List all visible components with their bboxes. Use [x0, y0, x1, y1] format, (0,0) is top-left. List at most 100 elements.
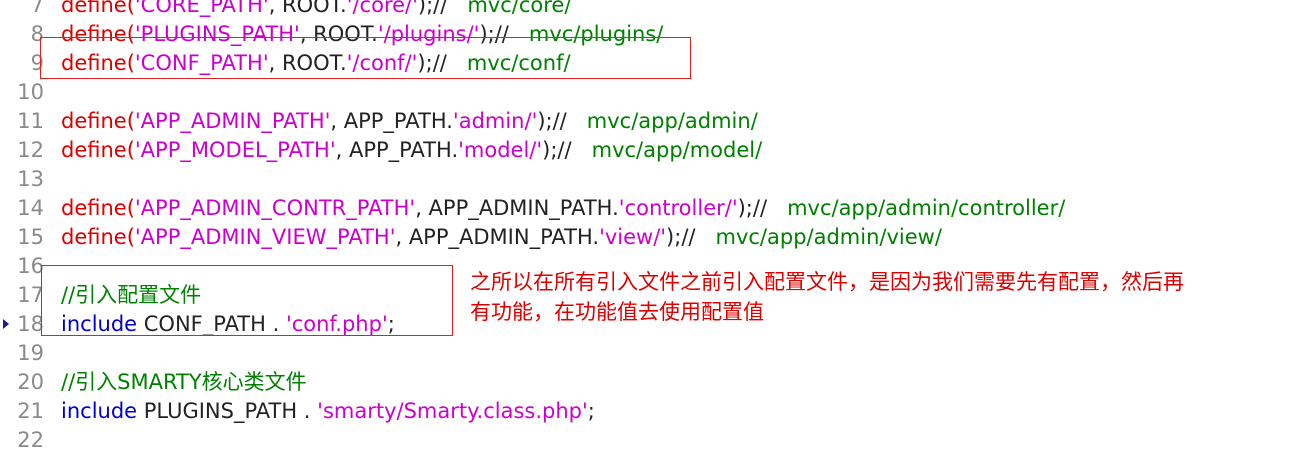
code-token: );// — [417, 0, 468, 17]
code-token: mvc/app/admin/view/ — [715, 225, 942, 249]
code-line[interactable]: 14 define('APP_ADMIN_CONTR_PATH', APP_ADM… — [0, 194, 1291, 223]
code-token: '/plugins/' — [377, 22, 480, 46]
code-line[interactable]: 12 define('APP_MODEL_PATH', APP_PATH.'mod… — [0, 136, 1291, 165]
code-token: define( — [61, 51, 135, 75]
code-token: 'model/' — [458, 138, 543, 162]
code-token: CONF_PATH . — [137, 312, 286, 336]
line-number: 17 — [17, 283, 44, 307]
code-token: mvc/core/ — [467, 0, 572, 17]
code-token: );// — [479, 22, 529, 46]
line-number: 12 — [17, 138, 44, 162]
code-token: , APP_ADMIN_PATH. — [415, 196, 619, 220]
code-line[interactable]: 19 — [0, 339, 1291, 368]
code-token: , APP_PATH. — [335, 138, 459, 162]
code-token: ; — [387, 312, 395, 336]
line-number: 9 — [30, 51, 44, 75]
code-line[interactable]: 18 include CONF_PATH . 'conf.php'; — [0, 310, 1291, 339]
line-number: 18 — [17, 312, 44, 336]
code-token: //引入SMARTY核心类文件 — [61, 370, 307, 394]
code-token: define( — [61, 196, 135, 220]
code-text: define('CORE_PATH', ROOT.'/core/');// mv… — [61, 0, 571, 20]
code-token: , APP_ADMIN_PATH. — [395, 225, 600, 249]
code-token: 'smarty/Smarty.class.php' — [317, 399, 588, 423]
code-token: define( — [61, 138, 135, 162]
code-token: mvc/plugins/ — [528, 22, 664, 46]
code-token: 'controller/' — [618, 196, 738, 220]
code-token: mvc/app/admin/ — [586, 109, 758, 133]
code-line[interactable]: 8 define('PLUGINS_PATH', ROOT.'/plugins/'… — [0, 20, 1291, 49]
code-token: );// — [666, 225, 716, 249]
code-line[interactable]: 20 //引入SMARTY核心类文件 — [0, 368, 1291, 397]
code-token: );// — [537, 109, 587, 133]
line-number: 7 — [30, 0, 44, 17]
code-token: 'CORE_PATH' — [134, 0, 269, 17]
code-token: PLUGINS_PATH . — [137, 399, 318, 423]
line-number: 15 — [17, 225, 44, 249]
code-token: 'APP_MODEL_PATH' — [134, 138, 336, 162]
code-token: );// — [737, 196, 788, 220]
code-token: mvc/app/admin/controller/ — [787, 196, 1066, 220]
annotation-text: 之所以在所有引入文件之前引入配置文件，是因为我们需要先有配置，然后再 有功能，在… — [470, 267, 1290, 327]
code-token: 'APP_ADMIN_CONTR_PATH' — [134, 196, 416, 220]
code-line[interactable]: 22 — [0, 426, 1291, 455]
code-token: );// — [417, 51, 467, 75]
code-token: include — [61, 399, 138, 423]
code-token: , ROOT. — [268, 0, 347, 17]
code-token: 'conf.php' — [285, 312, 388, 336]
code-line[interactable]: 9 define('CONF_PATH', ROOT.'/conf/');// m… — [0, 49, 1291, 78]
annotation-line-1: 之所以在所有引入文件之前引入配置文件，是因为我们需要先有配置，然后再 — [470, 270, 1184, 294]
code-token: 'PLUGINS_PATH' — [134, 22, 300, 46]
code-text: //引入SMARTY核心类文件 — [61, 368, 307, 397]
code-text: define('APP_ADMIN_CONTR_PATH', APP_ADMIN… — [61, 194, 1065, 223]
code-line[interactable]: 17 //引入配置文件 — [0, 281, 1291, 310]
line-number: 14 — [17, 196, 44, 220]
code-token: include — [61, 312, 138, 336]
code-token: 'CONF_PATH' — [134, 51, 269, 75]
code-line[interactable]: 21 include PLUGINS_PATH . 'smarty/Smarty.… — [0, 397, 1291, 426]
code-line[interactable]: 7 define('CORE_PATH', ROOT.'/core/');// m… — [0, 0, 1291, 20]
line-number: 21 — [17, 399, 44, 423]
line-number: 8 — [30, 22, 44, 46]
code-token: 'view/' — [599, 225, 667, 249]
code-token: ; — [587, 399, 595, 423]
code-token: );// — [542, 138, 592, 162]
code-token: mvc/app/model/ — [591, 138, 763, 162]
code-line[interactable]: 16 — [0, 252, 1291, 281]
highlight-box-conf-define — [40, 37, 691, 79]
code-text: define('PLUGINS_PATH', ROOT.'/plugins/')… — [61, 20, 663, 49]
code-token: define( — [61, 22, 135, 46]
code-line[interactable]: 10 — [0, 78, 1291, 107]
code-token: , ROOT. — [299, 22, 378, 46]
line-number: 22 — [17, 428, 44, 452]
code-token: define( — [61, 0, 135, 17]
line-number: 13 — [17, 167, 44, 191]
code-line[interactable]: 11 define('APP_ADMIN_PATH', APP_PATH.'adm… — [0, 107, 1291, 136]
line-number: 16 — [17, 254, 44, 278]
current-line-marker-icon — [3, 319, 9, 329]
code-token: , ROOT. — [268, 51, 347, 75]
highlight-box-include-conf — [41, 265, 453, 336]
code-token: //引入配置文件 — [61, 283, 202, 307]
code-text: define('APP_ADMIN_VIEW_PATH', APP_ADMIN_… — [61, 223, 942, 252]
code-line[interactable]: 13 — [0, 165, 1291, 194]
line-number: 10 — [17, 80, 44, 104]
line-number: 11 — [17, 109, 44, 133]
code-line[interactable]: 15 define('APP_ADMIN_VIEW_PATH', APP_ADMI… — [0, 223, 1291, 252]
code-token: define( — [61, 225, 135, 249]
code-token: define( — [61, 109, 135, 133]
code-token: 'APP_ADMIN_PATH' — [134, 109, 331, 133]
code-text: define('CONF_PATH', ROOT.'/conf/');// mv… — [61, 49, 571, 78]
annotation-line-2: 有功能，在功能值去使用配置值 — [470, 300, 764, 324]
code-token: 'APP_ADMIN_VIEW_PATH' — [134, 225, 396, 249]
line-number: 20 — [17, 370, 44, 394]
code-text: //引入配置文件 — [61, 281, 201, 310]
code-token: 'admin/' — [452, 109, 538, 133]
line-number: 19 — [17, 341, 44, 365]
code-text: include PLUGINS_PATH . 'smarty/Smarty.cl… — [61, 397, 595, 426]
code-token: , APP_PATH. — [330, 109, 453, 133]
code-text: define('APP_ADMIN_PATH', APP_PATH.'admin… — [61, 107, 758, 136]
code-token: '/conf/' — [346, 51, 418, 75]
code-token: '/core/' — [346, 0, 418, 17]
code-text: define('APP_MODEL_PATH', APP_PATH.'model… — [61, 136, 762, 165]
